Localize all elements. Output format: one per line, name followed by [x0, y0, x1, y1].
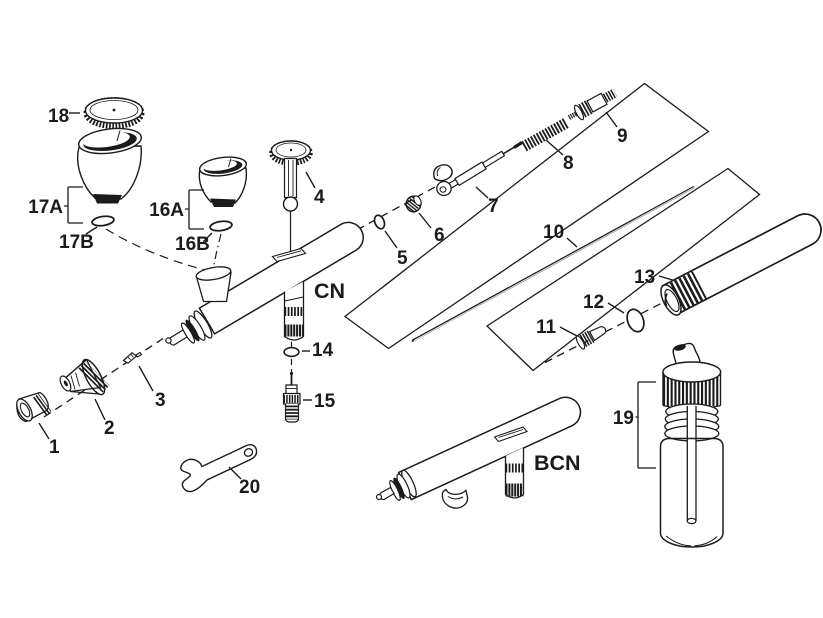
- cn-airbrush-body: [165, 221, 364, 346]
- part-8-needle-spring: [521, 117, 570, 152]
- cup-large-dash: [105, 228, 210, 272]
- assembly-label-bcn: BCN: [534, 451, 581, 475]
- leader-4: [305, 171, 316, 189]
- leader-10: [566, 237, 578, 248]
- part-label-5: 5: [397, 248, 408, 269]
- part-13-handle: [660, 213, 822, 316]
- bracket-19: [635, 381, 656, 469]
- bcn-air-valve-stub: [504, 447, 525, 500]
- part-label-13: 13: [634, 267, 655, 288]
- part-label-20: 20: [239, 477, 260, 498]
- part-label-16b: 16B: [175, 234, 210, 255]
- assembly-axis-dashes: [43, 186, 665, 418]
- part-label-7: 7: [488, 196, 499, 217]
- part-number-labels: 1 2 3 4 5 6 7 8 9 10 11 12 13 14 15 16A …: [28, 106, 655, 498]
- leader-12: [607, 302, 625, 314]
- part-5-o-ring: [373, 214, 386, 230]
- part-label-19: 19: [613, 408, 634, 429]
- cn-air-valve-stub: [283, 281, 305, 342]
- bcn-airbrush-body: [375, 396, 582, 509]
- part-16b-cup-o-ring: [209, 220, 233, 232]
- leader-6: [418, 212, 432, 229]
- leader-11: [559, 326, 578, 337]
- part-label-14: 14: [312, 340, 334, 361]
- part-label-12: 12: [583, 292, 604, 313]
- part-3-nozzle: [122, 351, 143, 364]
- bcn-nose: [375, 469, 417, 501]
- bracket-17a: [64, 186, 83, 224]
- part-9-needle-chucking-guide: [567, 88, 618, 121]
- part-label-11: 11: [536, 317, 557, 338]
- part-14-valve-o-ring: [283, 346, 300, 358]
- leader-5: [384, 230, 398, 249]
- leader-7: [475, 186, 489, 199]
- part-label-17a: 17A: [28, 197, 63, 218]
- part-16a-small-paint-cup: [198, 156, 248, 207]
- part-label-8: 8: [563, 153, 574, 174]
- part-label-15: 15: [314, 391, 336, 412]
- part-label-6: 6: [434, 225, 445, 246]
- part-label-4: 4: [314, 187, 325, 208]
- part-1-needle-cap: [16, 391, 52, 423]
- part-2-nozzle-cap: [59, 358, 110, 396]
- part-20-wrench: [180, 444, 258, 493]
- part-17a-large-paint-cup: [77, 127, 142, 204]
- leader-17b: [85, 226, 98, 235]
- leader-20: [228, 466, 242, 480]
- leader-1: [38, 422, 50, 440]
- bracket-16a: [185, 189, 204, 230]
- axis-handle-dash: [544, 301, 665, 364]
- bcn-body-tube: [397, 396, 582, 501]
- part-12-o-ring: [626, 308, 645, 333]
- leader-8: [545, 139, 564, 156]
- part-18-cup-lid: [83, 97, 145, 129]
- part-label-16a: 16A: [149, 200, 184, 221]
- leader-9: [605, 111, 618, 128]
- assembly-labels: CN BCN: [314, 279, 581, 475]
- part-label-2: 2: [104, 418, 115, 439]
- part-15-air-valve: [282, 371, 301, 423]
- leader-13: [658, 275, 677, 282]
- part-19-siphon-bottle: [659, 342, 724, 548]
- part-label-3: 3: [155, 390, 166, 411]
- part-label-17b: 17B: [59, 232, 94, 253]
- group-band-needle-assembly: [343, 82, 710, 350]
- group-band-handle-assembly: [485, 167, 761, 372]
- part-10-needle: [411, 185, 695, 343]
- axis-nozzle-dash: [43, 337, 164, 418]
- leader-2: [94, 398, 106, 421]
- bottle-siphon-tube: [686, 406, 697, 525]
- part-6-piston: [404, 195, 423, 214]
- part-label-10: 10: [543, 222, 564, 243]
- cup-small-dash: [212, 233, 222, 271]
- part-4-crown-cap-unit: [269, 140, 313, 252]
- leader-16b: [202, 232, 213, 243]
- cn-body-tube: [198, 221, 364, 335]
- part-11-needle-chucking-nut: [575, 326, 607, 350]
- bottle-jar: [659, 437, 724, 548]
- part-7-trigger-lever: [433, 141, 523, 197]
- assembly-label-cn: CN: [314, 279, 345, 303]
- leader-lines: [38, 111, 677, 480]
- part-17b-cup-o-ring: [91, 215, 115, 227]
- leader-3: [138, 365, 154, 392]
- part-label-9: 9: [617, 126, 628, 147]
- axis-trigger-dash: [356, 186, 436, 231]
- part-label-1: 1: [49, 437, 60, 458]
- part-label-18: 18: [48, 106, 69, 127]
- cn-nose: [165, 310, 213, 346]
